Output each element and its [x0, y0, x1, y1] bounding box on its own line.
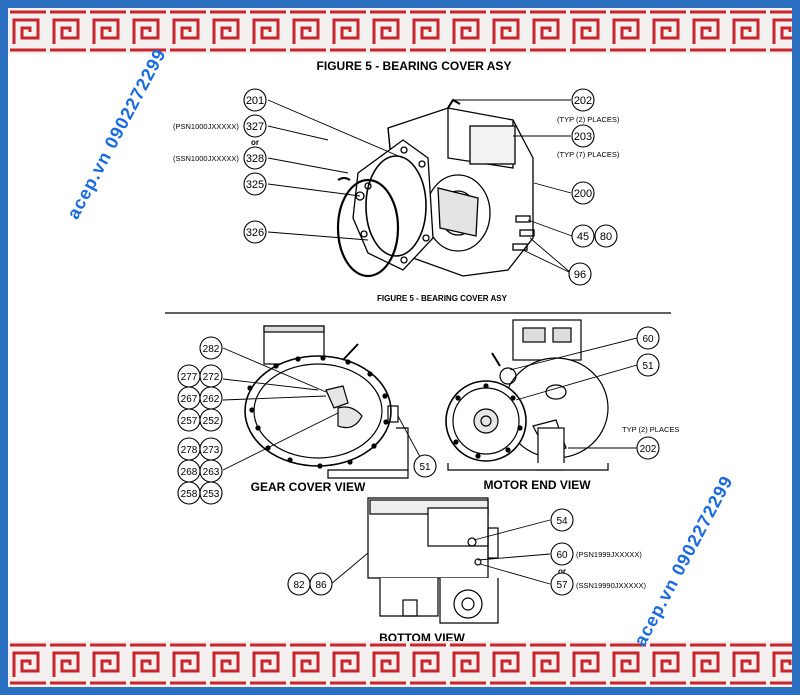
gear-leader-lines	[222, 347, 426, 471]
parts-diagram: FIGURE 5 - BEARING COVER ASY	[165, 59, 679, 645]
bottom-leader-lines	[330, 519, 551, 585]
note-ssn1999: (SSN19990JXXXXX)	[576, 581, 647, 590]
figure-subtitle: FIGURE 5 - BEARING COVER ASY	[377, 294, 508, 303]
svg-text:257: 257	[181, 416, 198, 427]
callout-86: 86	[309, 572, 333, 596]
svg-text:60: 60	[556, 550, 568, 561]
callout-202: 202	[571, 88, 595, 112]
motor-end-view-title: MOTOR END VIEW	[483, 478, 591, 492]
callout-325: 325	[243, 172, 267, 196]
svg-text:51: 51	[419, 462, 431, 473]
svg-text:202: 202	[640, 444, 657, 455]
note-motor-typ-2-places: TYP (2) PLACES	[622, 425, 679, 434]
svg-text:253: 253	[203, 489, 220, 500]
decorative-top-band	[8, 8, 792, 54]
svg-text:258: 258	[181, 489, 198, 500]
callout-272: 272	[199, 364, 223, 388]
svg-text:80: 80	[600, 231, 612, 243]
svg-text:328: 328	[246, 153, 264, 165]
bottom-callouts: 54 60 (PSN1999JXXXXX) or 57 (SSN19990JXX…	[287, 508, 647, 596]
svg-text:201: 201	[246, 95, 264, 107]
callout-51-gear: 51	[413, 454, 437, 478]
svg-text:57: 57	[556, 580, 568, 591]
callout-278: 278	[177, 437, 201, 461]
callout-203: 203	[571, 124, 595, 148]
svg-text:96: 96	[574, 269, 586, 281]
top-leader-lines	[267, 99, 573, 274]
svg-text:327: 327	[246, 121, 264, 133]
svg-text:273: 273	[203, 445, 220, 456]
svg-text:252: 252	[203, 416, 220, 427]
svg-text:82: 82	[293, 580, 305, 591]
note-typ-7-places: (TYP (7) PLACES)	[557, 150, 620, 159]
callout-277: 277	[177, 364, 201, 388]
callout-268: 268	[177, 459, 201, 483]
svg-text:200: 200	[574, 188, 592, 200]
callout-282: 282	[199, 336, 223, 360]
motor-leader-lines	[509, 337, 638, 449]
callout-51-motor: 51	[636, 353, 660, 377]
svg-text:325: 325	[246, 179, 264, 191]
gear-cover-drawing	[244, 325, 409, 479]
svg-text:60: 60	[642, 334, 654, 345]
note-ssn1000: (SSN1000JXXXXX)	[173, 154, 239, 163]
top-callouts: 201 (PSN1000JXXXXX) 327 or (SSN1000JXXXX…	[173, 88, 620, 286]
note-psn1000: (PSN1000JXXXXX)	[173, 122, 239, 131]
svg-text:54: 54	[556, 516, 568, 527]
svg-text:267: 267	[181, 394, 198, 405]
svg-text:272: 272	[203, 372, 220, 383]
svg-text:202: 202	[574, 95, 592, 107]
callout-328: 328	[243, 146, 267, 170]
svg-text:326: 326	[246, 227, 264, 239]
figure-title: FIGURE 5 - BEARING COVER ASY	[317, 59, 512, 73]
callout-96: 96	[568, 262, 592, 286]
callout-80: 80	[594, 224, 618, 248]
motor-callouts: 60 51 TYP (2) PLACES 202	[622, 326, 679, 460]
note-typ-2-places: (TYP (2) PLACES)	[557, 115, 620, 124]
decorative-bottom-band	[8, 641, 792, 687]
callout-267: 267	[177, 386, 201, 410]
svg-text:45: 45	[577, 231, 589, 243]
svg-text:282: 282	[203, 344, 220, 355]
callout-60-motor: 60	[636, 326, 660, 350]
callout-253: 253	[199, 481, 223, 505]
svg-text:268: 268	[181, 467, 198, 478]
bearing-cover-drawing	[336, 98, 535, 278]
callout-262: 262	[199, 386, 223, 410]
callout-200: 200	[571, 181, 595, 205]
callout-57: 57	[550, 572, 574, 596]
note-or-2: or	[558, 567, 566, 576]
callout-60-bottom: 60	[550, 542, 574, 566]
figure-frame: FIGURE 5 - BEARING COVER ASY	[8, 8, 792, 687]
svg-text:277: 277	[181, 372, 198, 383]
callout-202-motor: 202	[636, 436, 660, 460]
callout-82: 82	[287, 572, 311, 596]
motor-end-drawing	[445, 319, 609, 471]
callout-258: 258	[177, 481, 201, 505]
svg-text:203: 203	[574, 131, 592, 143]
greek-key-pattern-bottom	[8, 641, 792, 687]
callout-257: 257	[177, 408, 201, 432]
callout-327: 327	[243, 114, 267, 138]
callout-273: 273	[199, 437, 223, 461]
greek-key-pattern-top	[8, 8, 792, 54]
callout-252: 252	[199, 408, 223, 432]
svg-text:86: 86	[315, 580, 327, 591]
svg-text:278: 278	[181, 445, 198, 456]
gear-cover-view-title: GEAR COVER VIEW	[251, 480, 366, 494]
callout-263: 263	[199, 459, 223, 483]
svg-text:262: 262	[203, 394, 220, 405]
callout-45: 45	[571, 224, 595, 248]
bottom-view-drawing	[367, 497, 499, 624]
svg-text:51: 51	[642, 361, 654, 372]
note-psn1999: (PSN1999JXXXXX)	[576, 550, 642, 559]
gear-callouts: 282 277 272 267 262 257	[177, 336, 437, 505]
note-or-1: or	[251, 138, 259, 147]
svg-text:263: 263	[203, 467, 220, 478]
callout-54: 54	[550, 508, 574, 532]
callout-326: 326	[243, 220, 267, 244]
callout-201: 201	[243, 88, 267, 112]
